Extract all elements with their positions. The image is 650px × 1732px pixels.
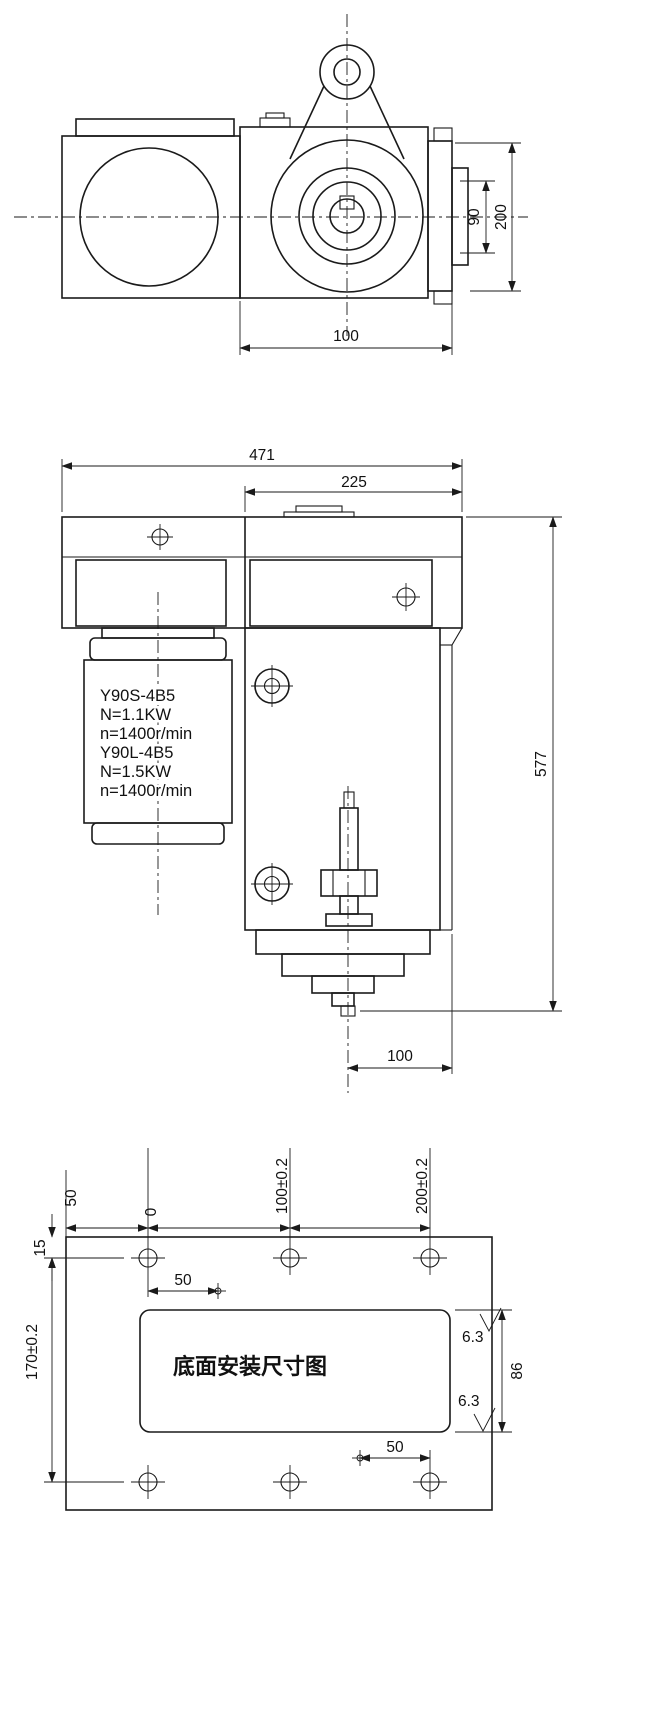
- motor-spec-line-3: n=1400r/min: [100, 725, 192, 743]
- mounting-recess: [139, 1309, 451, 1433]
- dim-86-label: 86: [509, 1362, 526, 1379]
- keyway: [339, 195, 355, 210]
- bolt-right: [392, 583, 420, 611]
- hole-bottom-left: [131, 1465, 165, 1499]
- dim-200-label: 200: [493, 204, 510, 230]
- dim-225-label: 225: [341, 474, 367, 491]
- dim-15-label: 15: [32, 1239, 49, 1256]
- dimension-577: 577: [360, 516, 562, 1012]
- left-dimensions: 15 170±0.2: [24, 1214, 124, 1483]
- roughness-bottom-label: 6.3: [458, 1393, 480, 1410]
- motor-circle: [79, 147, 219, 287]
- dimension-471: 471: [61, 447, 463, 512]
- hole-top-center: [273, 1241, 307, 1275]
- dimension-90: 90: [460, 180, 495, 254]
- motor-spec-text: Y90S-4B5 N=1.1KW n=1400r/min Y90L-4B5 N=…: [98, 685, 195, 803]
- dim-90-label: 90: [466, 208, 483, 226]
- base-plate: [65, 1236, 493, 1511]
- dim-100-tol-label: 100±0.2: [274, 1158, 291, 1214]
- bolt-upper: [251, 665, 293, 707]
- dim-170-tol-label: 170±0.2: [24, 1324, 41, 1380]
- motor-front: Y90S-4B5 N=1.1KW n=1400r/min Y90L-4B5 N=…: [83, 592, 233, 915]
- roughness-icon: [473, 1407, 496, 1432]
- motor-spec-line-4: Y90L-4B5: [100, 744, 173, 762]
- motor-spec-line-6: n=1400r/min: [100, 782, 192, 800]
- side-flange-top: [427, 127, 469, 305]
- roughness-top-label: 6.3: [462, 1329, 484, 1346]
- dimension-100-front: 100: [347, 934, 453, 1074]
- bolt-top-left: [147, 524, 173, 550]
- top-view: 90 200 100: [14, 14, 528, 355]
- mounting-holes: [131, 1241, 447, 1499]
- motor-spec-line-5: N=1.5KW: [100, 763, 171, 781]
- motor-spec-line-2: N=1.1KW: [100, 706, 171, 724]
- dimension-50-inner-bottom: 50: [352, 1439, 431, 1466]
- bolt-lower: [251, 863, 293, 905]
- bottom-view: 50 0 100±0.2 200±0.2 15 170±0.2: [24, 1148, 526, 1511]
- dim-100-front-label: 100: [387, 1048, 413, 1065]
- hole-bottom-center: [273, 1465, 307, 1499]
- surface-roughness-top: 6.3: [462, 1307, 502, 1346]
- dim-50-inner-bottom-label: 50: [386, 1439, 404, 1456]
- front-view: 471 225: [61, 447, 562, 1093]
- shaft-collar: [320, 869, 378, 897]
- dimension-86: 86: [455, 1309, 526, 1433]
- dim-200-tol-label: 200±0.2: [414, 1158, 431, 1214]
- lever-arm: [289, 44, 405, 160]
- hole-top-right: [413, 1241, 447, 1275]
- hole-top-left: [131, 1241, 165, 1275]
- dim-0-label: 0: [143, 1207, 160, 1216]
- dim-100-top-label: 100: [333, 328, 359, 345]
- dimension-50-inner-top: 50: [147, 1272, 226, 1299]
- dim-471-label: 471: [249, 447, 275, 464]
- dim-577-label: 577: [533, 751, 550, 777]
- hole-bottom-right: [413, 1465, 447, 1499]
- surface-roughness-bottom: 6.3: [458, 1393, 496, 1432]
- ordinate-dimensions: 50 0 100±0.2 200±0.2: [63, 1148, 431, 1241]
- roughness-icon: [479, 1307, 502, 1332]
- top-slab: [61, 505, 463, 629]
- dim-50-inner-top-label: 50: [174, 1272, 192, 1289]
- dimension-200: 200: [455, 142, 521, 292]
- dim-50-edge-label: 50: [63, 1189, 80, 1207]
- pulley-hub: [270, 139, 424, 293]
- motor-housing-top: [61, 118, 241, 299]
- gearbox-body-front: [244, 627, 463, 931]
- output-shaft: [320, 786, 378, 1093]
- base-steps: [255, 929, 431, 1017]
- dimension-100-top: 100: [239, 296, 453, 355]
- right-window: [249, 559, 433, 627]
- motor-spec-line-1: Y90S-4B5: [100, 687, 175, 705]
- dimension-225: 225: [244, 474, 463, 512]
- bottom-view-title: 底面安装尺寸图: [173, 1354, 327, 1379]
- left-window: [75, 559, 227, 627]
